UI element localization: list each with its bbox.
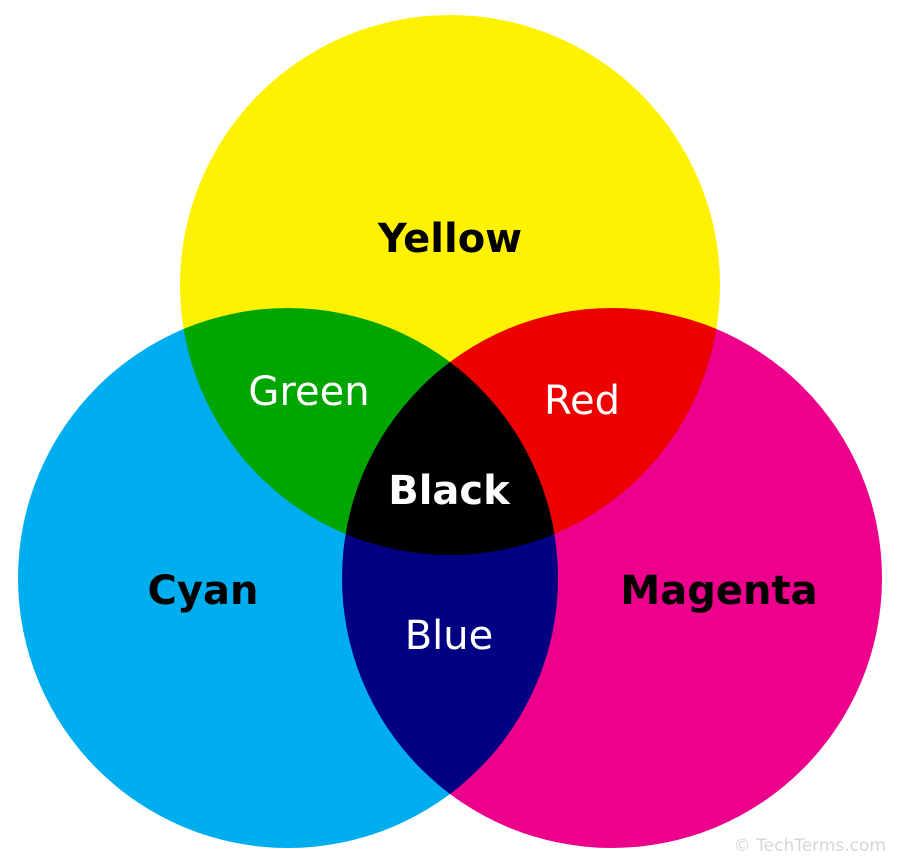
- green-label: Green: [248, 369, 369, 415]
- watermark: © TechTerms.com: [733, 836, 886, 856]
- red-label: Red: [544, 378, 620, 424]
- black-label: Black: [388, 468, 511, 514]
- yellow-label: Yellow: [377, 216, 522, 262]
- cyan-label: Cyan: [148, 568, 259, 614]
- magenta-label: Magenta: [620, 568, 817, 614]
- blue-label: Blue: [405, 613, 494, 659]
- magenta-circle: [342, 308, 882, 848]
